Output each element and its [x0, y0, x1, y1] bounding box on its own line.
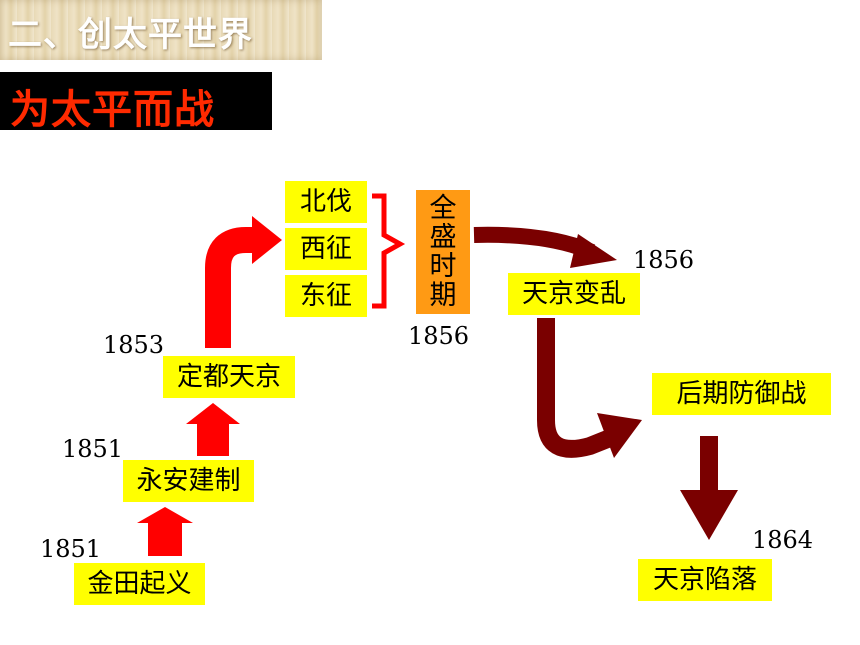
node-peak-period: 全 盛 时 期 — [416, 190, 470, 314]
year-quansheng: 1856 — [408, 322, 470, 350]
section-title: 二、创太平世界 — [8, 15, 253, 55]
node-western-expedition: 西征 — [285, 228, 367, 270]
arrow-to-bianluan-head — [570, 234, 617, 268]
arrow-down-xianluo — [680, 436, 738, 540]
arrow-up-1 — [137, 507, 193, 556]
arrow-to-houqi — [537, 318, 614, 458]
node-tianjing-incident: 天京变乱 — [508, 273, 640, 315]
node-late-defense: 后期防御战 — [652, 373, 831, 415]
year-xianluo: 1864 — [752, 526, 814, 554]
arrow-to-houqi-head — [597, 413, 642, 458]
year-jintian: 1851 — [40, 535, 102, 563]
campaign-brace — [372, 193, 406, 309]
node-jintian-uprising: 金田起义 — [74, 563, 205, 605]
node-northern-expedition: 北伐 — [285, 181, 367, 223]
year-dingdu: 1853 — [103, 331, 165, 359]
subtitle: 为太平而战 — [10, 87, 215, 133]
arrow-up-2 — [186, 403, 240, 456]
year-yongan: 1851 — [62, 435, 124, 463]
node-yongan-establishment: 永安建制 — [123, 460, 254, 502]
peak-char-1: 全 — [429, 192, 457, 224]
arrow-to-bianluan — [473, 226, 596, 260]
subtitle-banner: 为太平而战 — [0, 72, 272, 133]
node-eastern-expedition: 东征 — [285, 275, 367, 317]
node-tianjing-fall: 天京陷落 — [638, 559, 772, 601]
section-title-banner: 二、创太平世界 — [0, 0, 322, 60]
arrow-curve-head — [252, 216, 282, 264]
peak-char-2: 盛 — [429, 221, 457, 253]
node-capital-tianjing: 定都天京 — [163, 356, 295, 398]
year-bianluan: 1856 — [633, 246, 695, 274]
arrow-curve-to-campaigns — [205, 227, 254, 348]
peak-char-4: 期 — [429, 280, 457, 312]
peak-char-3: 时 — [429, 251, 457, 282]
